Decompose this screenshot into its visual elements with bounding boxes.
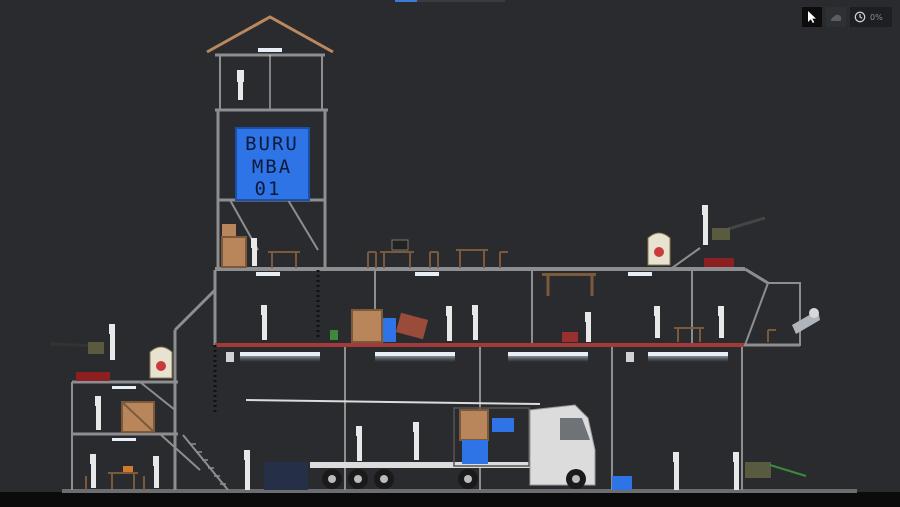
ground xyxy=(0,492,900,507)
water-tank xyxy=(235,127,310,201)
ragdolls[interactable] xyxy=(90,70,739,490)
top-progress-fill xyxy=(395,0,417,2)
left-annex[interactable] xyxy=(71,372,201,490)
tank-line-2: MBA xyxy=(252,156,292,178)
top-progress-bar xyxy=(395,0,505,2)
furniture xyxy=(85,249,776,490)
semi-truck[interactable] xyxy=(245,399,596,489)
time-scale-control[interactable]: 0% xyxy=(850,7,892,27)
clock-icon xyxy=(854,11,866,23)
toolbar xyxy=(802,7,846,27)
props[interactable] xyxy=(49,216,820,490)
tank-line-3: 01 xyxy=(255,178,282,200)
cursor-icon xyxy=(808,11,816,23)
tank-line-1: BURU xyxy=(245,133,299,155)
ceiling-lamps xyxy=(226,352,728,362)
water-tower[interactable]: BURU MBA 01 xyxy=(206,15,334,268)
time-scale-label: 0% xyxy=(870,12,883,22)
ground-rail xyxy=(62,489,857,493)
stairs xyxy=(182,247,701,491)
camera-cloud-icon xyxy=(831,14,842,21)
truck-cab xyxy=(529,404,596,486)
tower-roof xyxy=(206,15,334,54)
upper-floor[interactable] xyxy=(213,267,769,345)
camera-tool-button[interactable] xyxy=(826,7,846,27)
cursor-tool-button[interactable] xyxy=(802,7,822,27)
